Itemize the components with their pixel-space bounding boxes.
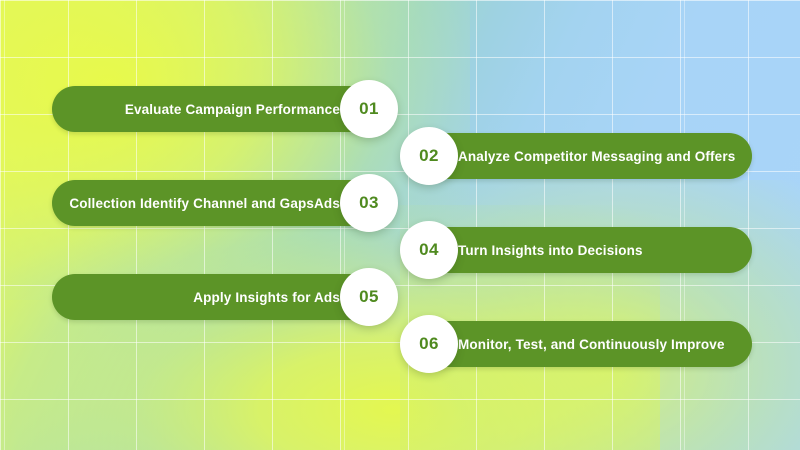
step-row: Turn Insights into Decisions 04 xyxy=(400,221,752,279)
step-label: Analyze Competitor Messaging and Offers xyxy=(458,148,736,164)
step-label: Turn Insights into Decisions xyxy=(458,242,643,258)
step-bar[interactable]: Apply Insights for Ads xyxy=(52,274,394,320)
step-bar[interactable]: Turn Insights into Decisions xyxy=(404,227,752,273)
step-label: Apply Insights for Ads xyxy=(193,289,340,305)
step-row: Collection Identify Channel and GapsAds 0… xyxy=(52,174,398,232)
step-number-badge[interactable]: 04 xyxy=(400,221,458,279)
step-label: Collection Identify Channel and GapsAds xyxy=(69,195,340,211)
step-number-badge[interactable]: 02 xyxy=(400,127,458,185)
step-label: Evaluate Campaign Performance xyxy=(124,101,340,117)
step-label: Monitor, Test, and Continuously Improve xyxy=(458,336,725,352)
step-number: 06 xyxy=(419,334,439,353)
step-number-badge[interactable]: 05 xyxy=(340,268,398,326)
step-number: 05 xyxy=(359,287,379,306)
step-number-badge[interactable]: 03 xyxy=(340,174,398,232)
step-row: Monitor, Test, and Continuously Improve 0… xyxy=(400,315,752,373)
step-row: Evaluate Campaign Performance 01 xyxy=(52,80,398,138)
step-bar[interactable]: Evaluate Campaign Performance xyxy=(52,86,394,132)
step-number-badge[interactable]: 06 xyxy=(400,315,458,373)
step-bar[interactable]: Collection Identify Channel and GapsAds xyxy=(52,180,394,226)
step-row: Analyze Competitor Messaging and Offers 0… xyxy=(400,127,752,185)
step-bar[interactable]: Analyze Competitor Messaging and Offers xyxy=(404,133,752,179)
step-number: 01 xyxy=(359,99,379,118)
step-row: Apply Insights for Ads 05 xyxy=(52,268,398,326)
step-number: 02 xyxy=(419,146,439,165)
step-number: 04 xyxy=(419,240,439,259)
step-bar[interactable]: Monitor, Test, and Continuously Improve xyxy=(404,321,752,367)
step-number-badge[interactable]: 01 xyxy=(340,80,398,138)
step-number: 03 xyxy=(359,193,379,212)
